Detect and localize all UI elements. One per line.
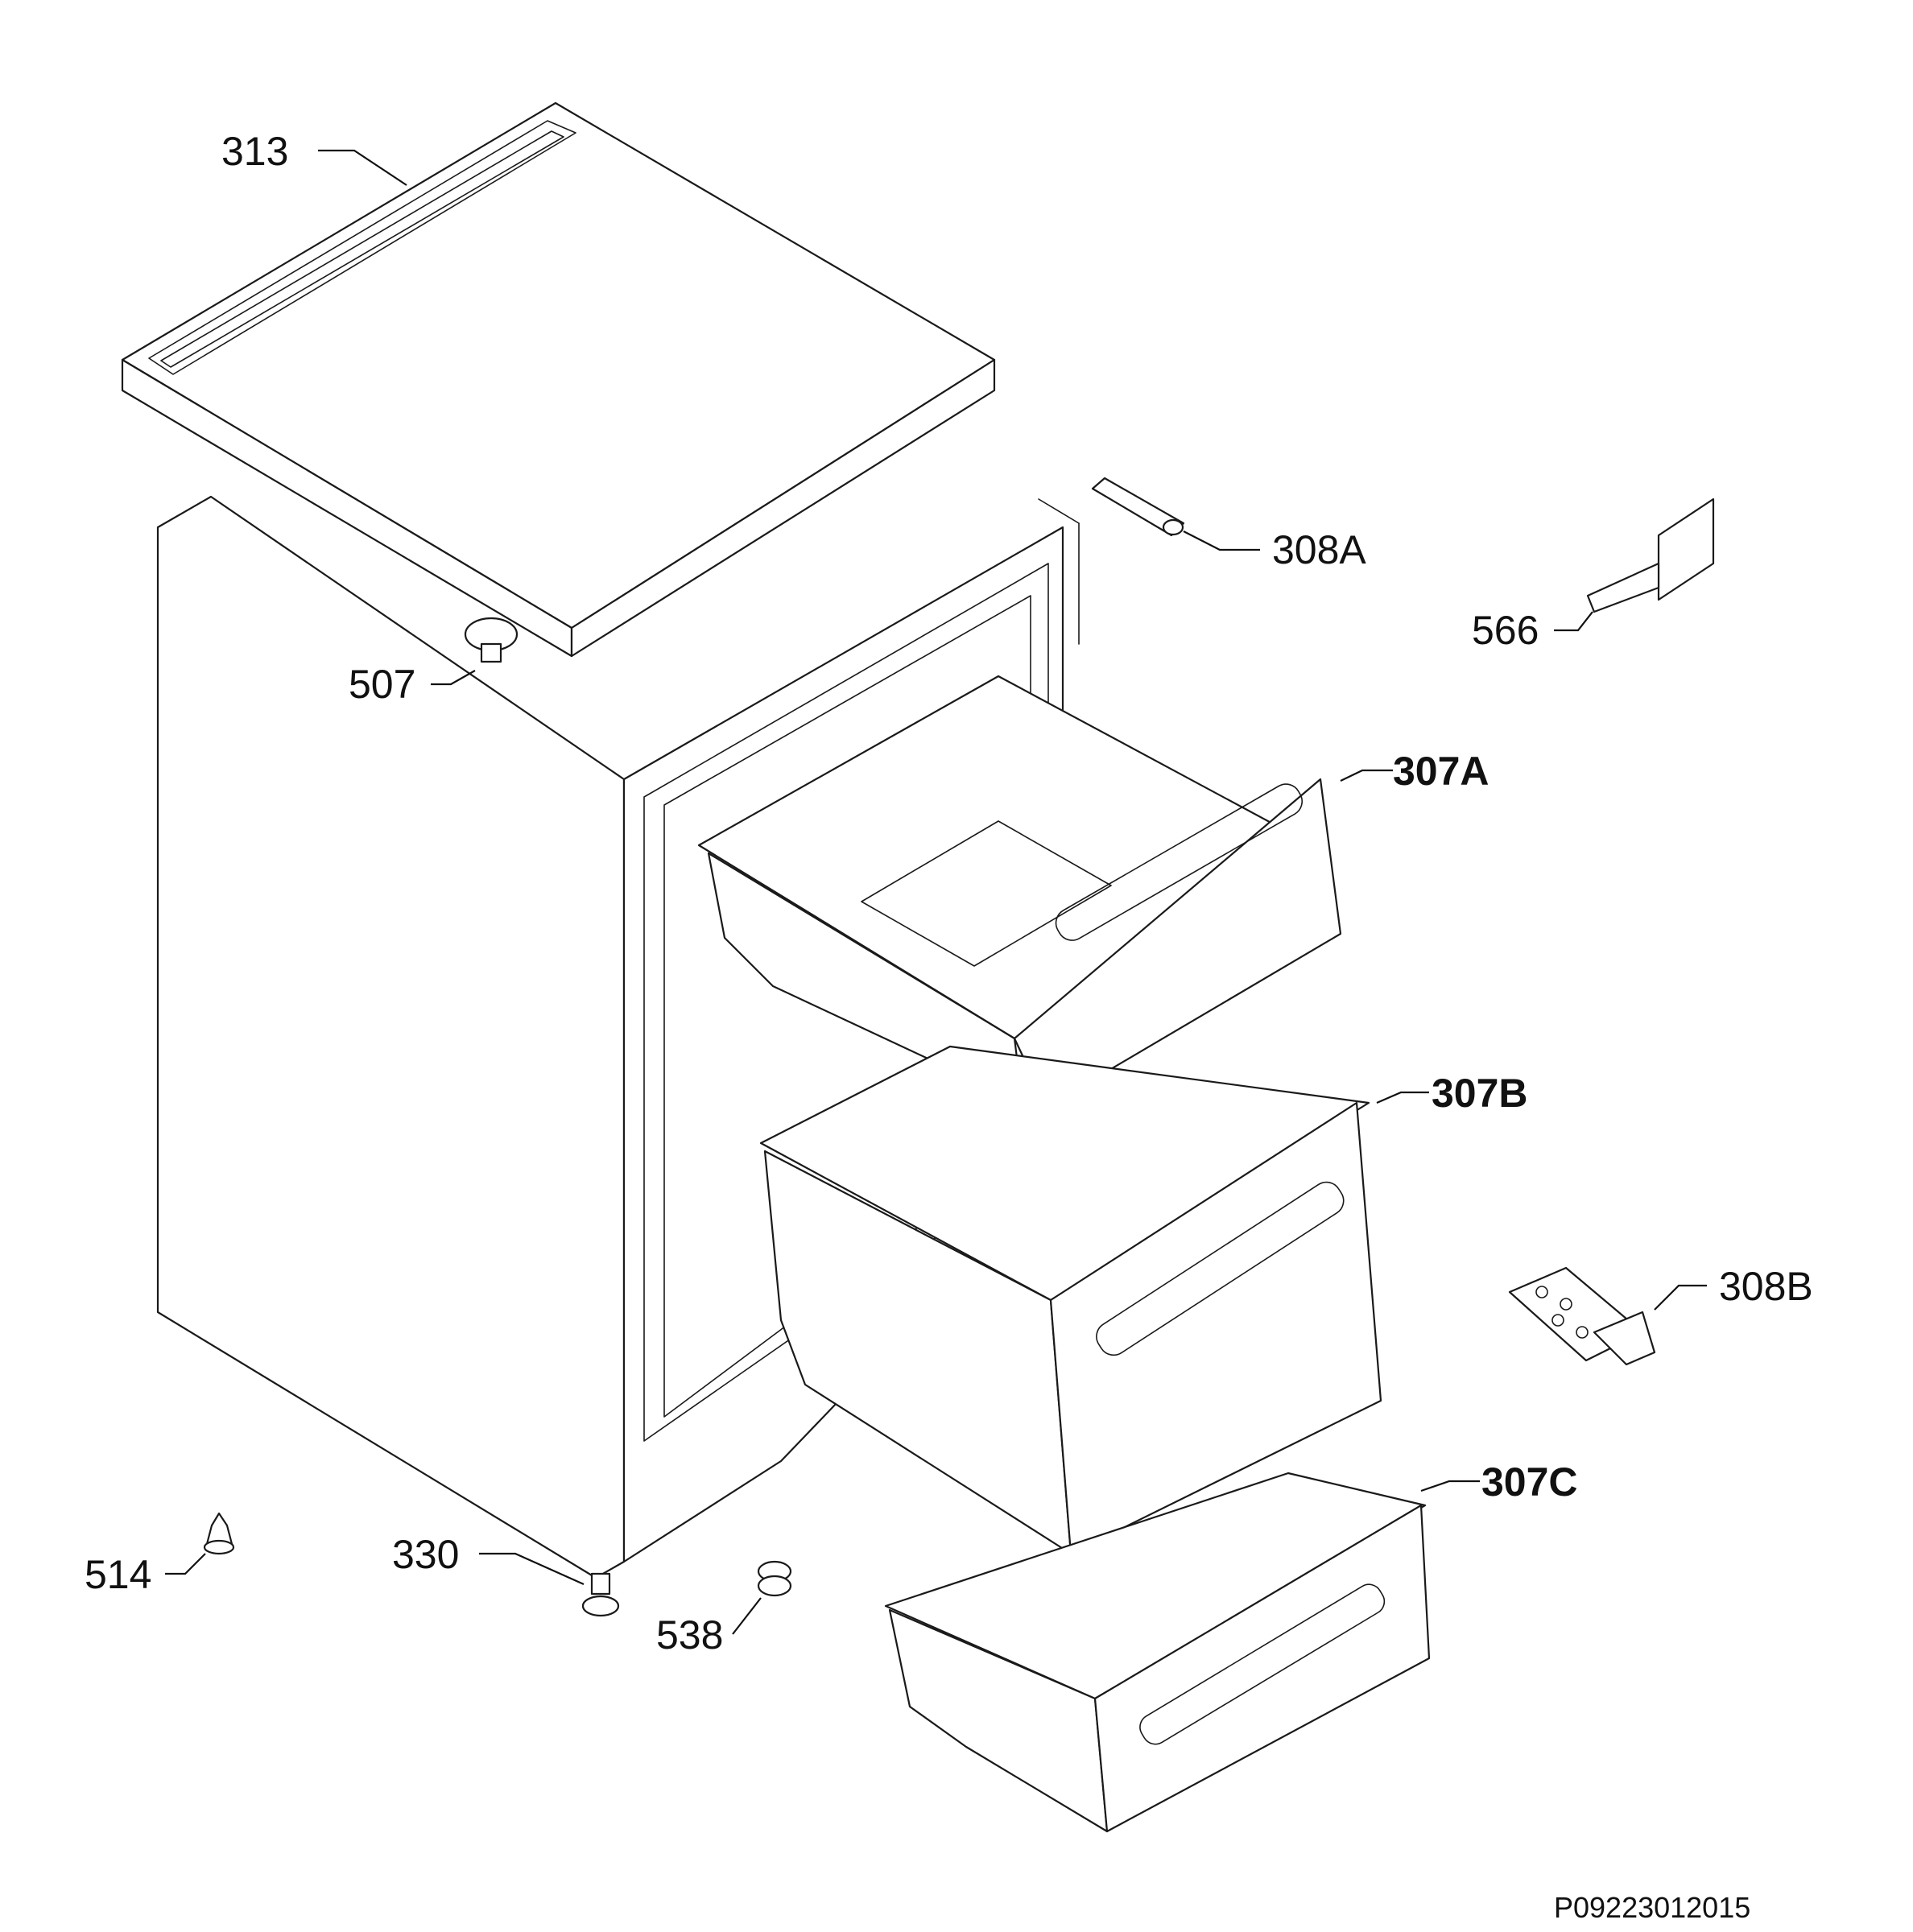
part-labels: 313 308A 566 507 307A 307B 308B 307C 514… (85, 129, 1813, 1657)
cabinet-left-side (156, 495, 626, 1579)
label-307b: 307B (1432, 1071, 1528, 1116)
label-307c: 307C (1481, 1459, 1578, 1505)
drawer-307b-rim (759, 1045, 1370, 1302)
drawer-307b (759, 1045, 1382, 1555)
handle-566-plate (1657, 497, 1715, 601)
label-313: 313 (221, 129, 288, 174)
hinge-308a (1091, 477, 1185, 537)
drawer-307a (697, 675, 1342, 1108)
foot-514 (203, 1512, 235, 1555)
top-lid-groove-inner (160, 130, 564, 368)
drawer-307b-left-wall (763, 1150, 1072, 1555)
label-507: 507 (349, 662, 415, 707)
label-566: 566 (1472, 608, 1539, 653)
drawer-307c-left-wall (888, 1608, 1109, 1833)
leader-514 (165, 1553, 206, 1575)
hinge-308b-hole-1 (1535, 1286, 1548, 1298)
foot-330-base (581, 1595, 620, 1617)
hinge-308b-hole-3 (1551, 1314, 1564, 1327)
cabinet-corner-detail (1038, 498, 1080, 524)
leader-307b (1376, 1091, 1429, 1104)
hinge-308b-hole-4 (1576, 1326, 1589, 1339)
drawer-307c-handle (1139, 1583, 1386, 1745)
screw-507 (464, 617, 519, 663)
label-308b: 308B (1719, 1264, 1813, 1309)
drawer-307a-floor-ribs (861, 820, 1112, 967)
top-lid-groove-outer (148, 120, 576, 375)
foot-330 (581, 1572, 620, 1617)
leader-330 (479, 1552, 585, 1586)
foot-514-base (203, 1539, 235, 1555)
leader-538 (732, 1597, 762, 1635)
leader-507 (431, 670, 476, 686)
hinge-308b-hole-2 (1560, 1298, 1572, 1311)
hinge-308a-pin (1162, 518, 1184, 536)
label-308a: 308A (1272, 527, 1366, 572)
label-330: 330 (392, 1532, 459, 1577)
hinge-308a-plate (1091, 477, 1185, 537)
hinge-308b-bracket (1593, 1311, 1656, 1366)
leader-lines (165, 149, 1707, 1635)
leader-308a (1183, 530, 1260, 551)
leader-308b (1654, 1284, 1707, 1311)
drawing-reference: P09223012015 (1554, 1891, 1750, 1924)
foot-330-shank (590, 1572, 611, 1596)
spacer-538 (757, 1560, 792, 1597)
top-lid (121, 101, 996, 658)
leader-566 (1554, 611, 1593, 632)
drawer-307c (884, 1472, 1431, 1833)
drawer-307a-left-wall (707, 852, 1024, 1104)
handle-566-shaft (1586, 562, 1660, 613)
label-307a: 307A (1393, 749, 1489, 794)
leader-313 (318, 149, 407, 186)
drawer-307a-handle (1055, 783, 1303, 941)
label-538: 538 (656, 1612, 723, 1657)
drawer-307b-front (1049, 1101, 1382, 1555)
screw-507-shank (480, 642, 502, 663)
label-514: 514 (85, 1552, 151, 1597)
leader-307c (1420, 1480, 1480, 1492)
handle-566 (1586, 497, 1715, 613)
hinge-308b (1508, 1266, 1656, 1366)
leader-307a (1340, 769, 1393, 782)
drawer-307c-front (1093, 1504, 1431, 1833)
spacer-538-bottom (757, 1575, 792, 1597)
drawer-307b-handle (1096, 1181, 1345, 1356)
top-lid-right-edge (570, 358, 996, 658)
foot-514-body (205, 1512, 233, 1546)
